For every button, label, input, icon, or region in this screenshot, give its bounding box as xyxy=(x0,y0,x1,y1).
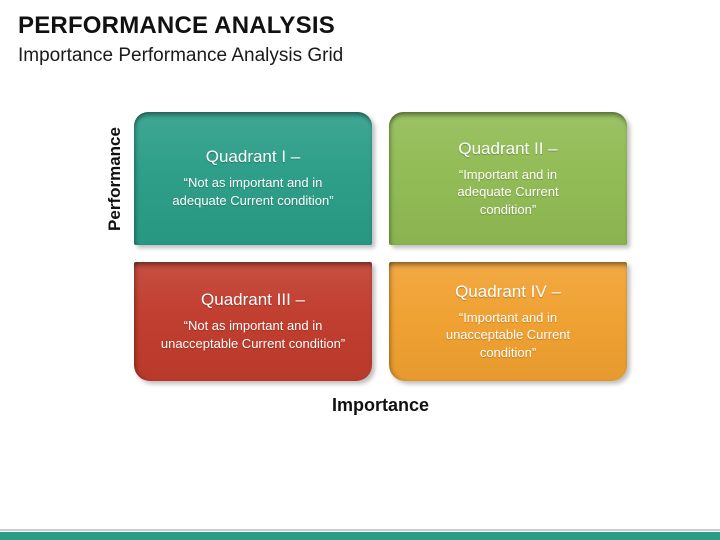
page-title: PERFORMANCE ANALYSIS xyxy=(18,12,335,39)
quadrant-2-description: “Important and in adequate Current condi… xyxy=(457,166,559,217)
page-subtitle: Importance Performance Analysis Grid xyxy=(18,45,344,66)
quadrant-4-title: Quadrant IV – xyxy=(455,281,561,301)
y-axis-label-text: Performance xyxy=(105,126,124,231)
quadrant-2-title: Quadrant II – xyxy=(458,138,558,158)
quadrant-1-title: Quadrant I – xyxy=(205,147,301,167)
footer-divider xyxy=(0,529,720,531)
quadrant-2-box: Quadrant II – “Important and in adequate… xyxy=(389,112,627,245)
x-axis-label: Importance xyxy=(331,395,430,415)
quadrant-3-description: “Not as important and in unacceptable Cu… xyxy=(160,318,346,351)
quadrant-3-box: Quadrant III – “Not as important and in … xyxy=(134,262,372,381)
y-axis-label: Performance xyxy=(98,112,132,245)
quadrant-4-box: Quadrant IV – “Important and in unaccept… xyxy=(389,262,627,381)
footer-bar xyxy=(0,532,720,540)
quadrant-3-title: Quadrant III – xyxy=(201,290,305,310)
quadrant-1-description: “Not as important and in adequate Curren… xyxy=(172,175,334,208)
quadrant-1-box: Quadrant I – “Not as important and in ad… xyxy=(134,112,372,245)
quadrant-4-description: “Important and in unacceptable Current c… xyxy=(445,309,571,360)
